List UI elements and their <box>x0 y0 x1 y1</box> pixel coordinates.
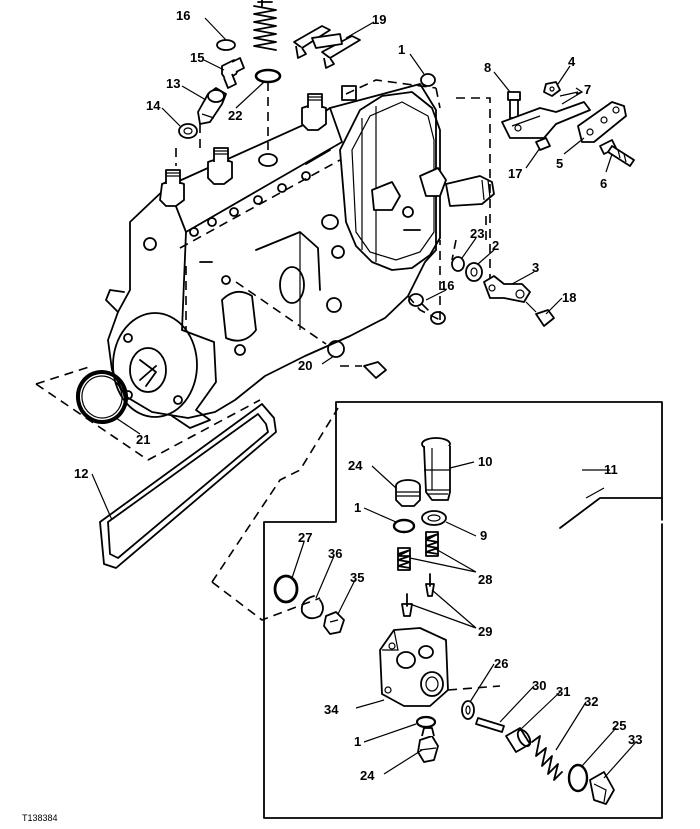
callout-32: 32 <box>584 694 598 709</box>
washer-22-lower <box>258 153 278 167</box>
o-ring-1-lower <box>415 715 437 729</box>
callout-labels: 16 15 13 14 22 19 1 8 4 7 17 5 6 23 2 3 … <box>74 8 642 783</box>
callout-26: 26 <box>494 656 508 671</box>
callout-23: 23 <box>470 226 484 241</box>
o-ring-23 <box>451 256 465 272</box>
callout-10: 10 <box>478 454 492 469</box>
callout-34: 34 <box>324 702 339 717</box>
washer-2 <box>465 262 483 282</box>
callout-35: 35 <box>350 570 364 585</box>
callout-17: 17 <box>508 166 522 181</box>
callout-1-lower: 1 <box>354 734 361 749</box>
callout-29: 29 <box>478 624 492 639</box>
injection-pump-body <box>105 83 495 429</box>
piston-31 <box>505 727 532 753</box>
callout-20: 20 <box>298 358 312 373</box>
o-ring-21 <box>75 370 129 424</box>
elbow-fitting-15 <box>221 57 245 89</box>
snap-ring-36 <box>300 595 324 620</box>
springs-28 <box>397 531 439 571</box>
callout-1-top: 1 <box>398 42 405 57</box>
callout-16-lower: 16 <box>440 278 454 293</box>
o-ring-22 <box>254 68 282 84</box>
delivery-valve-holders <box>159 85 357 207</box>
callout-14: 14 <box>146 98 161 113</box>
fitting-35 <box>323 611 345 635</box>
callout-7: 7 <box>584 82 591 97</box>
plug-33 <box>589 771 615 805</box>
leader-lines <box>91 17 637 779</box>
callout-24-upper: 24 <box>348 458 363 473</box>
callout-27: 27 <box>298 530 312 545</box>
callout-9: 9 <box>480 528 487 543</box>
washer-9 <box>421 510 447 526</box>
snap-ring-16-top <box>216 39 236 51</box>
callout-13: 13 <box>166 76 180 91</box>
callout-31: 31 <box>556 684 570 699</box>
lever-3 <box>483 275 531 303</box>
o-ring-27 <box>273 574 299 604</box>
callout-2: 2 <box>492 238 499 253</box>
callout-22: 22 <box>228 108 242 123</box>
o-ring-20 <box>327 340 345 358</box>
callout-25: 25 <box>612 718 626 733</box>
shutoff-lever-assembly <box>501 81 635 167</box>
spring-32 <box>531 735 563 781</box>
callout-36: 36 <box>328 546 342 561</box>
callout-16-top: 16 <box>176 8 190 23</box>
callout-19: 19 <box>372 12 386 27</box>
gasket-12 <box>99 403 277 569</box>
callout-33: 33 <box>628 732 642 747</box>
spring-stack-top <box>253 0 277 51</box>
callout-24-lower: 24 <box>360 768 375 783</box>
callout-8: 8 <box>484 60 491 75</box>
sleeve-10 <box>421 437 451 501</box>
callout-21: 21 <box>136 432 150 447</box>
callout-11: 11 <box>604 462 618 477</box>
washer-26 <box>461 700 475 720</box>
bracket-19 <box>293 25 361 69</box>
bolt-18 <box>525 301 555 327</box>
o-ring-1-mid <box>392 518 416 534</box>
fitting-24-upper <box>395 479 421 507</box>
pump-phantom-outline <box>345 79 491 321</box>
transfer-pump-panel-border <box>263 401 663 819</box>
valves-29 <box>401 573 435 617</box>
callout-3: 3 <box>532 260 539 275</box>
figure-id: T138384 <box>22 813 58 823</box>
callout-30: 30 <box>532 678 546 693</box>
callout-6: 6 <box>600 176 607 191</box>
pin-30 <box>475 717 505 733</box>
callout-12: 12 <box>74 466 88 481</box>
transfer-pump-housing-34 <box>379 627 449 707</box>
callout-1-mid: 1 <box>354 500 361 515</box>
callout-5: 5 <box>556 156 563 171</box>
callout-4: 4 <box>568 54 576 69</box>
o-ring-25 <box>567 763 589 793</box>
pin-20 <box>363 361 387 379</box>
callout-28: 28 <box>478 572 492 587</box>
banjo-fitting-13 <box>197 87 227 125</box>
callout-15: 15 <box>190 50 204 65</box>
snap-ring-16-lower <box>408 293 446 325</box>
washer-14 <box>178 123 198 139</box>
fitting-24-lower <box>417 727 439 763</box>
o-ring-1-top <box>420 73 436 87</box>
callout-18: 18 <box>562 290 576 305</box>
